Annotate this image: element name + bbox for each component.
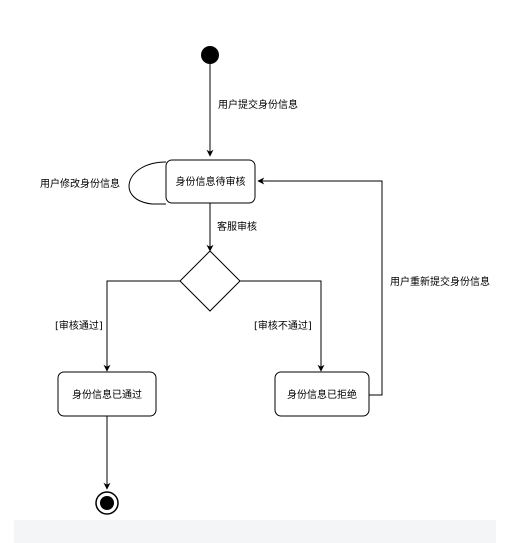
footer-bar xyxy=(14,520,496,543)
edge-review-label: 客服审核 xyxy=(217,220,257,233)
node-pending-review-label: 身份信息待审核 xyxy=(176,175,246,188)
edge-pass-label: [审核通过] xyxy=(55,319,103,332)
edge-resubmit-label: 用户重新提交身份信息 xyxy=(390,275,490,288)
decision-node xyxy=(179,250,241,312)
edge-fail xyxy=(240,280,325,372)
initial-node xyxy=(201,46,219,64)
node-rejected-label: 身份信息已拒绝 xyxy=(287,388,357,401)
edge-modify-label: 用户修改身份信息 xyxy=(40,177,120,190)
node-rejected xyxy=(274,371,370,417)
edge-fail-label: [审核不通过] xyxy=(254,319,312,332)
edge-modify-loop xyxy=(128,161,167,205)
edge-submit-label: 用户提交身份信息 xyxy=(218,98,298,111)
final-node-inner xyxy=(100,496,114,510)
node-approved-label: 身份信息已通过 xyxy=(72,388,142,401)
edge-pass xyxy=(103,280,180,372)
edge-resubmit xyxy=(257,177,383,396)
